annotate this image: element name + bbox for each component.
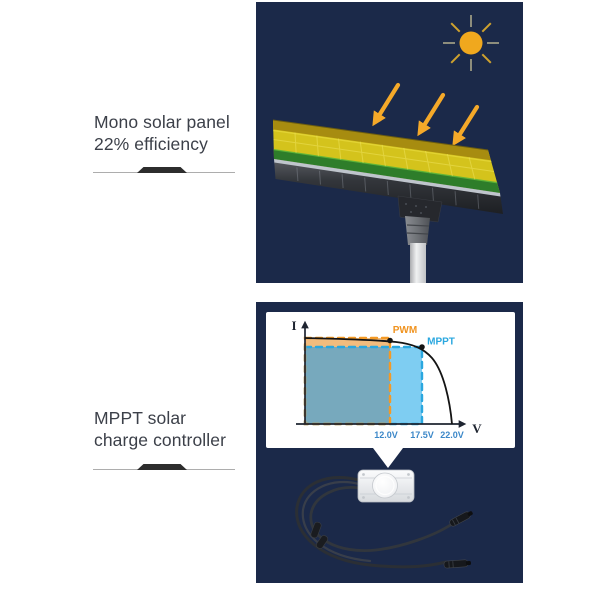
mppt-controller-card: I V PWM MPPT 12.0V 17.5V 22.0V (256, 302, 523, 583)
section-divider (93, 166, 235, 173)
iv-curve (304, 337, 453, 425)
mppt-chart-and-device: I V PWM MPPT 12.0V 17.5V 22.0V (266, 312, 515, 569)
frame-cell-separators (296, 167, 480, 209)
tick-17v: 17.5V (410, 430, 434, 440)
divider-accent (137, 464, 187, 470)
solar-panel (272, 119, 503, 214)
controller-heading: MPPT solar charge controller (94, 407, 264, 451)
tick-22v: 22.0V (440, 430, 464, 440)
mppt-controller-device (295, 469, 473, 569)
chart-regions (305, 338, 422, 424)
section-divider (93, 463, 235, 470)
mppt-operating-point (419, 344, 425, 350)
cable-sleeve (310, 521, 322, 539)
cable-connector (443, 559, 471, 569)
panel-cell-grid (273, 132, 495, 180)
callout-pointer (373, 448, 403, 468)
solar-panel-illustration (272, 15, 503, 283)
solar-panel-heading-line1: Mono solar panel (94, 112, 230, 132)
sunlight-arrow-icon (452, 104, 480, 147)
controller-heading-line2: charge controller (94, 430, 227, 450)
solar-panel-heading-line2: 22% efficiency (94, 134, 208, 154)
solar-panel-illustration-card (256, 2, 523, 283)
solar-panel-heading: Mono solar panel 22% efficiency (94, 111, 264, 155)
cable-connector (449, 511, 473, 527)
divider-accent (137, 167, 187, 173)
tick-12v: 12.0V (374, 430, 398, 440)
x-axis-label: V (472, 421, 482, 436)
panel-mount-pole (397, 195, 443, 283)
sunlight-arrows (372, 82, 480, 147)
mppt-only-region (390, 347, 422, 424)
y-axis-label: I (291, 318, 296, 333)
controller-cables (295, 476, 454, 569)
sunlight-arrow-icon (417, 92, 446, 137)
pwm-only-region (305, 338, 390, 347)
cable-sleeve (315, 535, 329, 549)
controller-heading-line1: MPPT solar (94, 408, 187, 428)
sun-icon (443, 15, 499, 71)
sunlight-arrow-icon (372, 82, 401, 127)
mppt-label: MPPT (427, 337, 455, 348)
overlap-region (305, 347, 390, 424)
pwm-label: PWM (393, 325, 417, 336)
pwm-operating-point (387, 337, 393, 344)
